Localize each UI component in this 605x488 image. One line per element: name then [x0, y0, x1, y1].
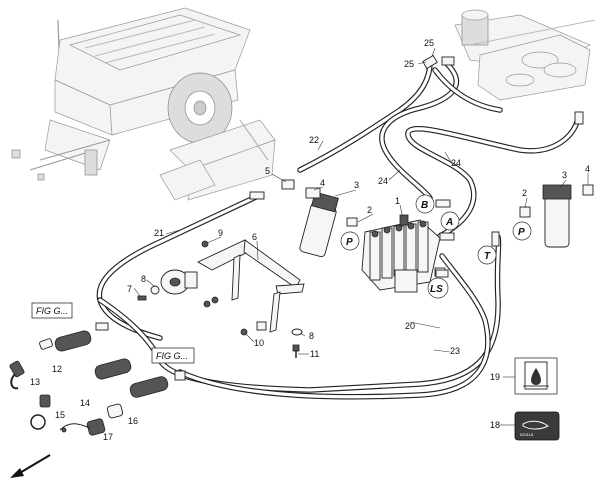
fluid-level-decal	[514, 357, 558, 395]
direction-arrow-icon	[10, 454, 51, 478]
warning-decal: 020118	[514, 411, 560, 441]
callout-21: 21	[154, 228, 164, 238]
callout-numbers: 1 2 2 3 3 4 4 5 6 7 8 8 9 10 11 12 13 14…	[30, 38, 590, 442]
callout-24: 24	[451, 158, 461, 168]
callout-20: 20	[405, 321, 415, 331]
figure-reference-1-text: FIG G...	[36, 306, 68, 316]
port-code-LS: LS	[427, 277, 449, 299]
callout-4: 4	[320, 178, 325, 188]
callout-14: 14	[80, 398, 90, 408]
svg-text:A: A	[445, 217, 453, 228]
port-code-P-left: P	[340, 231, 360, 251]
port-code-P-right: P	[512, 221, 532, 241]
machine-body-illustration	[11, 7, 276, 201]
svg-text:P: P	[346, 237, 353, 248]
callout-3: 3	[354, 180, 359, 190]
callout-8: 8	[141, 274, 146, 284]
callout-1: 1	[395, 196, 400, 206]
callout-10: 10	[254, 338, 264, 348]
svg-text:B: B	[421, 200, 428, 211]
figure-reference-2-text: FIG G...	[156, 351, 188, 361]
callout-11: 11	[310, 349, 319, 359]
figure-reference-1: FIG G...	[31, 302, 73, 319]
port-code-T: T	[477, 245, 497, 265]
filter-right	[542, 184, 572, 248]
port-code-A: A	[440, 211, 460, 231]
callout-22: 22	[309, 135, 319, 145]
callout-16: 16	[128, 416, 138, 426]
callout-6: 6	[252, 232, 257, 242]
callout-15: 15	[55, 410, 65, 420]
callout-19: 19	[490, 372, 500, 382]
fittings	[95, 54, 594, 381]
hose-lines	[96, 59, 581, 400]
control-valve-block	[361, 214, 446, 293]
callout-2: 2	[522, 188, 527, 198]
callout-8: 8	[309, 331, 314, 341]
callout-25: 25	[404, 59, 414, 69]
callout-3: 3	[562, 170, 567, 180]
callout-4: 4	[585, 164, 590, 174]
callout-5: 5	[265, 166, 270, 176]
pump-assembly-illustration	[454, 9, 596, 101]
decal-code: 020118	[520, 432, 534, 437]
callout-24: 24	[378, 176, 388, 186]
quick-couplings	[9, 330, 169, 436]
svg-text:T: T	[484, 251, 491, 262]
callout-25: 25	[424, 38, 434, 48]
callout-23: 23	[450, 346, 460, 356]
callout-12: 12	[52, 364, 62, 374]
callout-17: 17	[103, 432, 113, 442]
svg-text:P: P	[518, 227, 525, 238]
filter-left	[299, 191, 339, 258]
port-code-B: B	[415, 194, 435, 214]
callout-18: 18	[490, 420, 500, 430]
mounting-bracket	[197, 239, 305, 333]
svg-text:LS: LS	[430, 284, 443, 295]
figure-reference-2: FIG G...	[151, 347, 195, 364]
leader-lines	[133, 47, 589, 426]
callout-9: 9	[218, 228, 223, 238]
callout-13: 13	[30, 377, 40, 387]
callout-7: 7	[127, 284, 132, 294]
callout-2: 2	[367, 205, 372, 215]
